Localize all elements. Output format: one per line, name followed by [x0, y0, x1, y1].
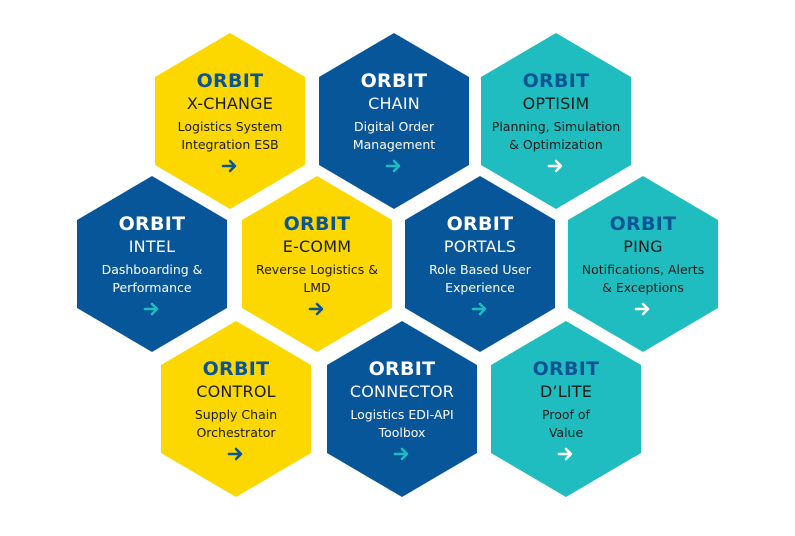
- hex-brand: ORBIT: [446, 213, 514, 235]
- hex-description: Reverse Logistics &LMD: [255, 262, 378, 295]
- arrow-right-icon[interactable]: [471, 300, 489, 318]
- arrow-right-icon[interactable]: [227, 445, 245, 463]
- hex-description: Planning, Simulation& Optimization: [491, 119, 621, 152]
- hex-title: D’LITE: [539, 382, 593, 401]
- hex-title: INTEL: [128, 237, 176, 256]
- arrow-right-icon[interactable]: [557, 445, 575, 463]
- hex-ping[interactable]: ORBIT PING Notifications, Alerts& Except…: [568, 176, 718, 352]
- hex-brand: ORBIT: [522, 70, 590, 92]
- hex-title: PORTALS: [443, 237, 517, 256]
- hex-brand: ORBIT: [118, 213, 186, 235]
- hex-brand: ORBIT: [368, 358, 436, 380]
- hex-description: Notifications, Alerts& Exceptions: [581, 262, 705, 295]
- arrow-right-icon[interactable]: [385, 157, 403, 175]
- hex-title: OPTISIM: [522, 94, 590, 113]
- hex-brand: ORBIT: [360, 70, 428, 92]
- hex-title: CONNECTOR: [349, 382, 455, 401]
- hex-title: CONTROL: [196, 382, 276, 401]
- arrow-right-icon[interactable]: [393, 445, 411, 463]
- arrow-right-icon[interactable]: [308, 300, 326, 318]
- hex-brand: ORBIT: [283, 213, 351, 235]
- hex-title: CHAIN: [368, 94, 420, 113]
- hex-intel[interactable]: ORBIT INTEL Dashboarding &Performance: [77, 176, 227, 352]
- arrow-right-icon[interactable]: [221, 157, 239, 175]
- hex-description: Dashboarding &Performance: [101, 262, 203, 295]
- hex-title: E-COMM: [282, 237, 352, 256]
- arrow-right-icon[interactable]: [143, 300, 161, 318]
- hex-title: PING: [623, 237, 663, 256]
- arrow-right-icon[interactable]: [547, 157, 565, 175]
- hex-brand: ORBIT: [196, 70, 264, 92]
- hex-brand: ORBIT: [609, 213, 677, 235]
- hex-ecomm[interactable]: ORBIT E-COMM Reverse Logistics &LMD: [242, 176, 392, 352]
- hex-optisim[interactable]: ORBIT OPTISIM Planning, Simulation& Opti…: [481, 33, 631, 209]
- hex-title: X-CHANGE: [186, 94, 274, 113]
- hex-brand: ORBIT: [532, 358, 600, 380]
- hex-brand: ORBIT: [202, 358, 270, 380]
- arrow-right-icon[interactable]: [634, 300, 652, 318]
